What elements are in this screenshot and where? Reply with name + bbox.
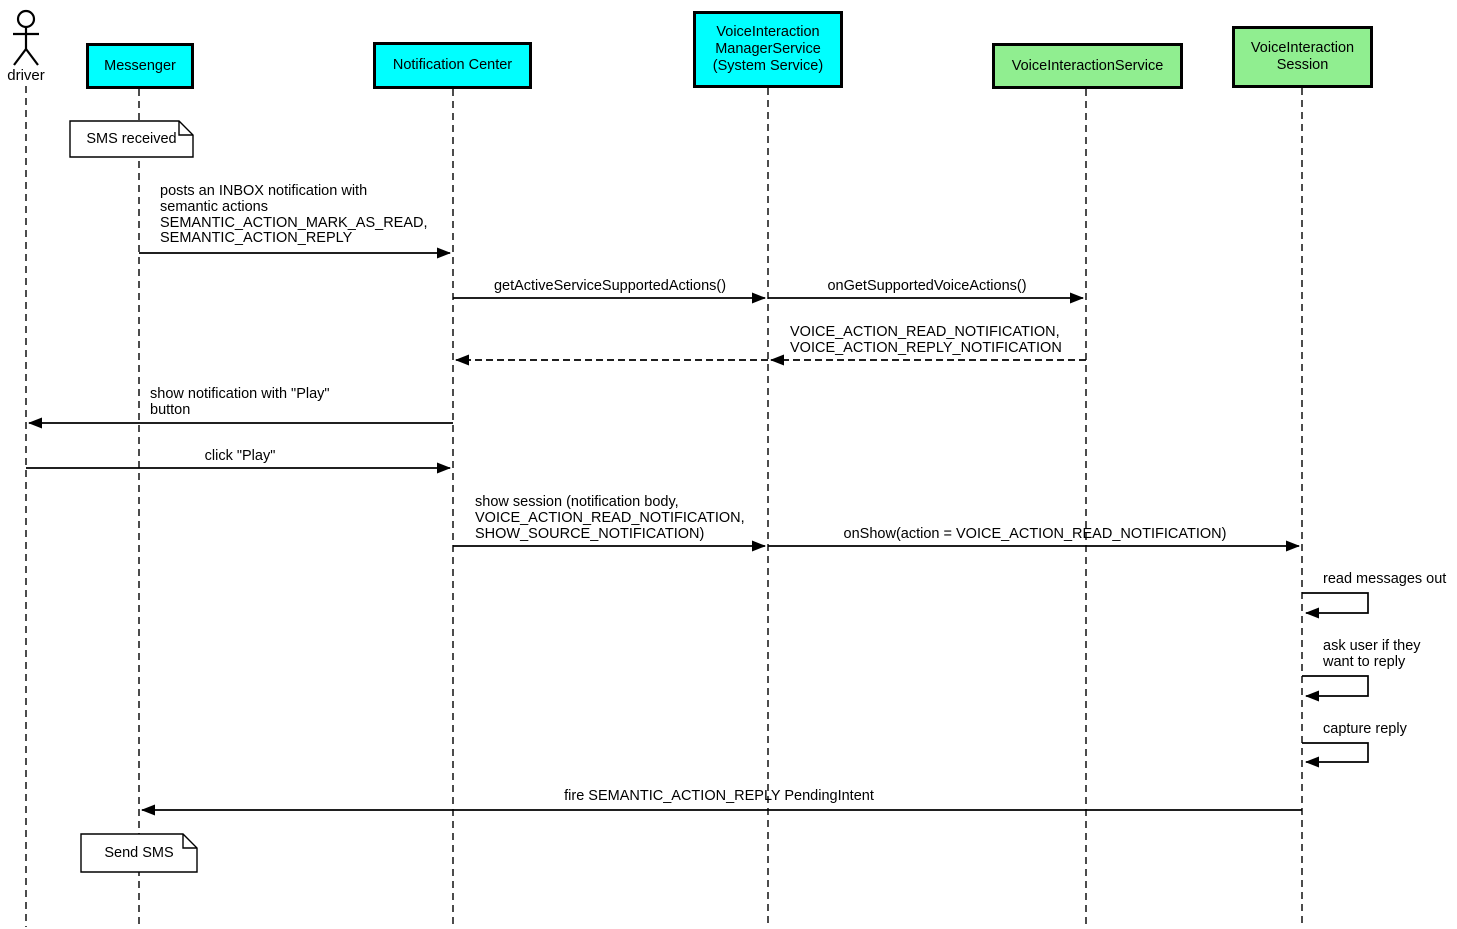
participant-notification-center: Notification Center: [373, 42, 532, 89]
message-label-get-active-service-supported-actions: getActiveServiceSupportedActions(): [493, 278, 727, 294]
message-label-ask-user-reply: ask user if they want to reply: [1323, 638, 1421, 670]
message-label-on-get-supported-voice-actions: onGetSupportedVoiceActions(): [827, 278, 1027, 294]
actor-label: driver: [7, 67, 45, 84]
note-sms-received-shape: [69, 120, 194, 158]
self-arrow-capture-reply: [1302, 742, 1369, 768]
actor-icon: [13, 9, 39, 66]
message-label-capture-reply: capture reply: [1323, 721, 1407, 737]
message-arrows: [26, 247, 1369, 816]
participant-messenger: Messenger: [86, 43, 194, 89]
message-label-return-voice-actions: VOICE_ACTION_READ_NOTIFICATION, VOICE_AC…: [790, 324, 1062, 356]
note-sms-received: SMS received: [86, 131, 177, 147]
message-label-show-notification-play-button: show notification with "Play" button: [150, 386, 330, 418]
message-label-click-play: click "Play": [204, 448, 276, 464]
note-sms-received-fold: [178, 121, 193, 136]
self-arrow-read-messages-out: [1302, 592, 1369, 619]
message-label-show-session: show session (notification body, VOICE_A…: [475, 494, 745, 542]
message-label-fire-semantic-action-reply: fire SEMANTIC_ACTION_REPLY PendingIntent: [564, 788, 874, 804]
note-send-sms-shape: [80, 833, 198, 873]
lifelines: [25, 86, 1303, 927]
note-shapes: [69, 120, 198, 873]
participant-voiceinteraction-managerservice: VoiceInteraction ManagerService (System …: [693, 11, 843, 88]
message-label-read-messages-out: read messages out: [1323, 571, 1447, 587]
note-send-sms-fold: [182, 834, 197, 849]
participant-voiceinteraction-session: VoiceInteraction Session: [1232, 26, 1373, 88]
message-label-posts-inbox-notification: posts an INBOX notification with semanti…: [160, 183, 428, 247]
note-send-sms: Send SMS: [104, 845, 174, 861]
participant-voiceinteractionservice: VoiceInteractionService: [992, 43, 1183, 89]
message-label-on-show: onShow(action = VOICE_ACTION_READ_NOTIFI…: [843, 526, 1227, 542]
self-arrow-ask-user-reply: [1302, 675, 1369, 702]
